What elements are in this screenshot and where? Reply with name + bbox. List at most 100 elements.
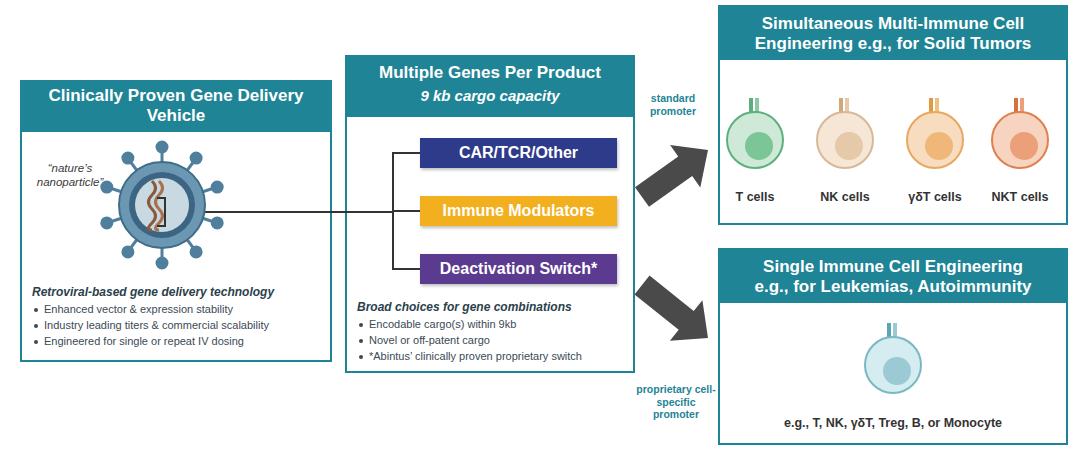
connector-line <box>332 153 420 212</box>
bullet-text: Industry leading titers & commercial sca… <box>44 319 269 331</box>
section-heading: Broad choices for gene combinations <box>357 300 629 314</box>
virus-illustration-part-part <box>212 218 222 228</box>
vector-link-line <box>165 211 332 213</box>
bar-label: Immune Modulators <box>420 196 617 226</box>
immune-cell-illustration-part <box>883 357 911 385</box>
t-cell-illustration-part <box>727 112 783 168</box>
cargo-bar: Deactivation Switch* <box>420 254 617 284</box>
t-cell-illustration <box>727 98 783 168</box>
nk-cell-illustration-part <box>845 98 849 113</box>
cell-label: T cells <box>720 190 790 205</box>
virus-illustration-part-part <box>130 239 137 249</box>
virus-illustration-part-part <box>102 218 112 228</box>
nkt-cell-illustration-part <box>1020 98 1024 113</box>
box-heading: Clinically Proven Gene Delivery Vehicle <box>22 82 330 130</box>
edge-label: proprietary cell-specific promoter <box>636 383 716 421</box>
gamma-delta-t-cell-illustration-part <box>929 98 933 113</box>
virus-illustration-part-part <box>123 153 133 163</box>
virus-illustration-part <box>156 181 163 230</box>
box-subheading: 9 kb cargo capacity <box>347 87 633 105</box>
virus-illustration-part-part <box>212 182 222 192</box>
connector-line <box>332 212 420 269</box>
bullet-text: Enhanced vector & expression stability <box>44 303 233 315</box>
cargo-box: Multiple Genes Per Product 9 kb cargo cap… <box>345 55 635 373</box>
bracket-connector <box>332 153 420 212</box>
cell-label: γδT cells <box>900 190 970 205</box>
bullet-text: Encodable cargo(s) within 9kb <box>369 318 516 330</box>
bullet-dot <box>34 324 38 328</box>
virus-illustration-part-part <box>202 188 214 192</box>
cell-label: e.g., T, NK, γδT, Treg, B, or Monocyte <box>720 416 1066 431</box>
immune-cell-illustration-part <box>893 323 897 338</box>
virus-illustration-part-part <box>111 218 123 222</box>
virus-illustration-part-part <box>191 153 201 163</box>
bar-label: Deactivation Switch* <box>420 254 617 284</box>
bullet-text: Engineered for single or repeat IV dosin… <box>44 335 244 347</box>
gamma-delta-t-cell-illustration <box>907 98 963 168</box>
virus-illustration-part <box>102 142 222 268</box>
nk-cell-illustration <box>817 98 873 168</box>
outcome-box: Single Immune Cell Engineering e.g., for… <box>718 248 1068 445</box>
virus-illustration-part-part <box>202 218 214 222</box>
illustration-caption: “nature’s nanoparticle” <box>36 162 104 190</box>
bullet-dot <box>34 308 38 312</box>
gamma-delta-t-cell-illustration-part <box>935 98 939 113</box>
bullet-dot <box>359 323 363 327</box>
virus-illustration <box>102 142 222 268</box>
nk-cell-illustration-part <box>817 112 873 168</box>
nk-cell-illustration-part <box>835 132 863 160</box>
cargo-bar: Immune Modulators <box>420 196 617 226</box>
cargo-bar: CAR/TCR/Other <box>420 138 617 168</box>
t-cell-illustration-part <box>745 132 773 160</box>
bullet-item: *Abintus’ clinically proven proprietary … <box>357 350 631 363</box>
section-heading: Retroviral-based gene delivery technolog… <box>32 285 324 299</box>
bullet-dot <box>34 340 38 344</box>
bullet-item: Encodable cargo(s) within 9kb <box>357 318 631 331</box>
box-heading: Simultaneous Multi-Immune Cell Engineeri… <box>733 12 1053 56</box>
box-heading: Multiple Genes Per Product <box>347 63 633 83</box>
virus-illustration-part-part <box>123 247 133 257</box>
gamma-delta-t-cell-illustration-part <box>907 112 963 168</box>
bullet-item: Industry leading titers & commercial sca… <box>32 319 327 332</box>
bracket-connector <box>332 211 420 212</box>
virus-illustration-part <box>135 178 189 232</box>
nk-cell-illustration-part <box>839 98 843 113</box>
bullet-item: Enhanced vector & expression stability <box>32 303 327 316</box>
bullet-text: *Abintus’ clinically proven proprietary … <box>369 350 582 362</box>
virus-illustration-part-part <box>157 258 167 268</box>
edge-label: standard promoter <box>640 92 706 117</box>
bar-label: CAR/TCR/Other <box>420 138 617 168</box>
virus-illustration-part <box>157 198 165 226</box>
bullet-dot <box>359 339 363 343</box>
virus-illustration-part-part <box>187 161 194 171</box>
outcome-box: Simultaneous Multi-Immune Cell Engineeri… <box>718 5 1068 225</box>
nkt-cell-illustration-part <box>992 112 1048 168</box>
vehicle-box: Clinically Proven Gene Delivery Vehicle “… <box>20 80 332 362</box>
virus-illustration-part-part <box>187 239 194 249</box>
flow-arrow <box>635 145 708 207</box>
virus-illustration-part-part <box>157 142 167 152</box>
nkt-cell-illustration-part <box>1014 98 1018 113</box>
virus-illustration-part-part <box>161 247 164 259</box>
box-heading: Single Immune Cell Engineering e.g., for… <box>748 255 1038 299</box>
cell-label: NKT cells <box>985 190 1055 205</box>
virus-illustration-part-part <box>130 161 137 171</box>
t-cell-illustration-part <box>755 98 759 113</box>
bullet-item: Novel or off-patent cargo <box>357 334 631 347</box>
bullet-item: Engineered for single or repeat IV dosin… <box>32 335 327 348</box>
virus-illustration-part <box>129 172 195 238</box>
immune-cell-illustration <box>865 323 921 393</box>
gamma-delta-t-cell-illustration-part <box>925 132 953 160</box>
virus-illustration-part-part <box>111 188 123 192</box>
virus-illustration-part-part <box>161 151 164 163</box>
connector-line <box>332 211 420 212</box>
t-cell-illustration-part <box>749 98 753 113</box>
bullet-text: Novel or off-patent cargo <box>369 334 490 346</box>
bullet-dot <box>359 355 363 359</box>
nkt-cell-illustration <box>992 98 1048 168</box>
flow-arrow <box>635 276 709 341</box>
virus-illustration-part <box>149 181 156 230</box>
